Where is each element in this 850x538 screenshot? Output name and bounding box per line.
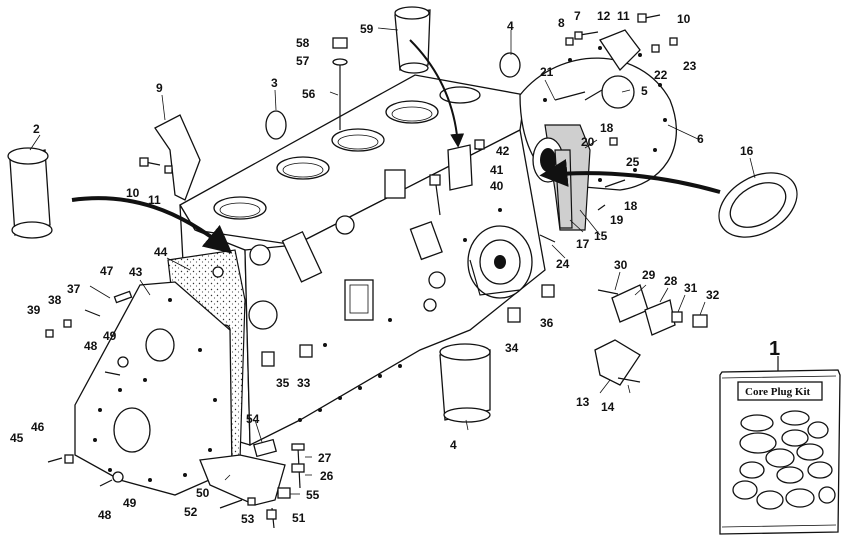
callout-label: 11	[148, 193, 161, 207]
callout-label: 35	[276, 376, 290, 390]
callout-label: 37	[67, 282, 81, 296]
callout-label: 52	[184, 505, 198, 519]
callout-label: 54	[246, 412, 260, 426]
callout-label: 15	[594, 229, 608, 243]
arrow-seal-to-housing	[539, 159, 721, 194]
callout-label: 16	[740, 144, 754, 158]
callout-label: 11	[617, 9, 630, 23]
bracket-bolts	[139, 157, 173, 174]
front-oil-seal-2	[7, 147, 53, 239]
callout-label: 41	[490, 163, 504, 177]
cylinder-bore-2	[276, 156, 330, 180]
callout-label: 20	[581, 135, 595, 149]
callout-label: 34	[505, 341, 519, 355]
callout-label: 42	[496, 144, 510, 158]
callout-label: 26	[320, 469, 334, 483]
plug-33	[299, 344, 313, 358]
callout-label: 6	[697, 132, 704, 146]
distributor-housing-59	[394, 6, 431, 74]
cylinder-bore-5	[439, 86, 481, 104]
callout-label: 8	[558, 16, 565, 30]
cylinder-bore-4	[385, 100, 439, 124]
callout-label: 23	[683, 59, 697, 73]
front-plate-fasteners	[45, 290, 133, 487]
callout-label: 9	[156, 81, 163, 95]
front-mounting-bracket	[199, 438, 286, 506]
arrow-distributor-to-block	[409, 39, 465, 148]
callout-label: 48	[98, 508, 112, 522]
callout-label: 4	[450, 438, 457, 452]
callout-label: 28	[664, 274, 678, 288]
callout-label: 49	[123, 496, 137, 510]
callout-label: 36	[540, 316, 554, 330]
callout-label: 4	[507, 19, 514, 33]
callout-label: 5	[641, 84, 648, 98]
kit-callout-number: 1	[769, 338, 780, 360]
callout-label: 45	[10, 431, 24, 445]
plug-35	[261, 351, 275, 367]
arrow-seal-to-block	[71, 196, 233, 254]
callout-label: 58	[296, 36, 310, 50]
callout-label: 33	[297, 376, 311, 390]
callout-label: 51	[292, 511, 306, 525]
callout-label: 18	[624, 199, 638, 213]
callout-label: 21	[540, 65, 554, 79]
callout-label: 39	[27, 303, 41, 317]
callout-label: 44	[154, 245, 168, 259]
cylinder-bore-3	[331, 128, 385, 152]
liner-4	[439, 343, 491, 423]
callout-label: 31	[684, 281, 698, 295]
callout-label: 47	[100, 264, 114, 278]
leader-lines	[29, 27, 756, 495]
callout-label: 29	[642, 268, 656, 282]
kit-label	[737, 381, 823, 401]
callout-label: 56	[302, 87, 316, 101]
rear-plate-fasteners	[554, 13, 678, 211]
callout-label: 48	[84, 339, 98, 353]
side-cover-hardware	[507, 234, 708, 386]
core-plug-kit-bag	[719, 356, 841, 535]
callout-labels: 1 Core Plug Kit 2 59 4 8 7 12 11 10 58 5…	[10, 9, 811, 526]
callout-label: 12	[597, 9, 611, 23]
callout-label: 22	[654, 68, 668, 82]
callout-label: 50	[196, 486, 210, 500]
core-plug-3	[265, 110, 287, 140]
callout-label: 18	[600, 121, 614, 135]
callout-label: 3	[271, 76, 278, 90]
core-plug-discs	[732, 410, 836, 510]
callout-label: 25	[626, 155, 640, 169]
block-stud-holes	[298, 208, 502, 422]
core-plug-4	[499, 52, 521, 78]
callout-label: 24	[556, 257, 570, 271]
rear-oil-seal-16	[718, 172, 798, 238]
callout-label: 13	[576, 395, 590, 409]
callout-label: 49	[103, 329, 117, 343]
bracket-9	[154, 114, 201, 201]
cylinder-bore-1	[213, 196, 267, 220]
callout-label: 30	[614, 258, 628, 272]
callout-label: 32	[706, 288, 720, 302]
callout-label: 19	[610, 213, 624, 227]
callout-label: 10	[126, 186, 140, 200]
callout-label: 55	[306, 488, 320, 502]
callout-label: 7	[574, 9, 581, 23]
callout-label: 2	[33, 122, 40, 136]
kit-title: Core Plug Kit	[745, 386, 811, 398]
callout-label: 59	[360, 22, 374, 36]
callout-label: 14	[601, 400, 615, 414]
callout-label: 40	[490, 179, 504, 193]
callout-label: 27	[318, 451, 332, 465]
callout-label: 17	[576, 237, 590, 251]
callout-label: 53	[241, 512, 255, 526]
callout-label: 38	[48, 293, 62, 307]
callout-label: 10	[677, 12, 691, 26]
callout-label: 46	[31, 420, 45, 434]
callout-label: 43	[129, 265, 143, 279]
mount-hardware	[219, 443, 305, 529]
callout-label: 57	[296, 54, 310, 68]
head-stud-56	[332, 37, 348, 130]
